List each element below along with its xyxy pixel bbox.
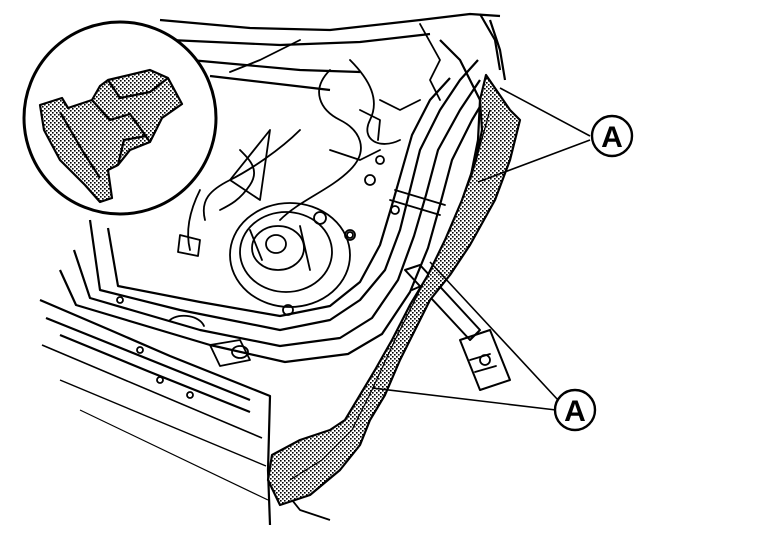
leader-lower-1: [429, 261, 559, 401]
speaker-outer-ring: [229, 202, 351, 308]
callout-lower: A: [553, 388, 597, 432]
door-outer-panel: [39, 12, 507, 526]
seal-part-closeup: [38, 68, 184, 204]
door-edge-seal: [266, 73, 522, 507]
callout-label-upper: A: [601, 121, 623, 154]
leader-upper-1: [499, 87, 591, 137]
callout-leader-lines: [371, 87, 591, 411]
leader-upper-2: [477, 139, 591, 183]
inset-circle: [22, 20, 218, 216]
door-interior-components: [116, 23, 511, 399]
callout-upper: A: [590, 114, 634, 158]
callout-label-lower: A: [564, 395, 586, 428]
leader-lower-2: [371, 387, 557, 411]
